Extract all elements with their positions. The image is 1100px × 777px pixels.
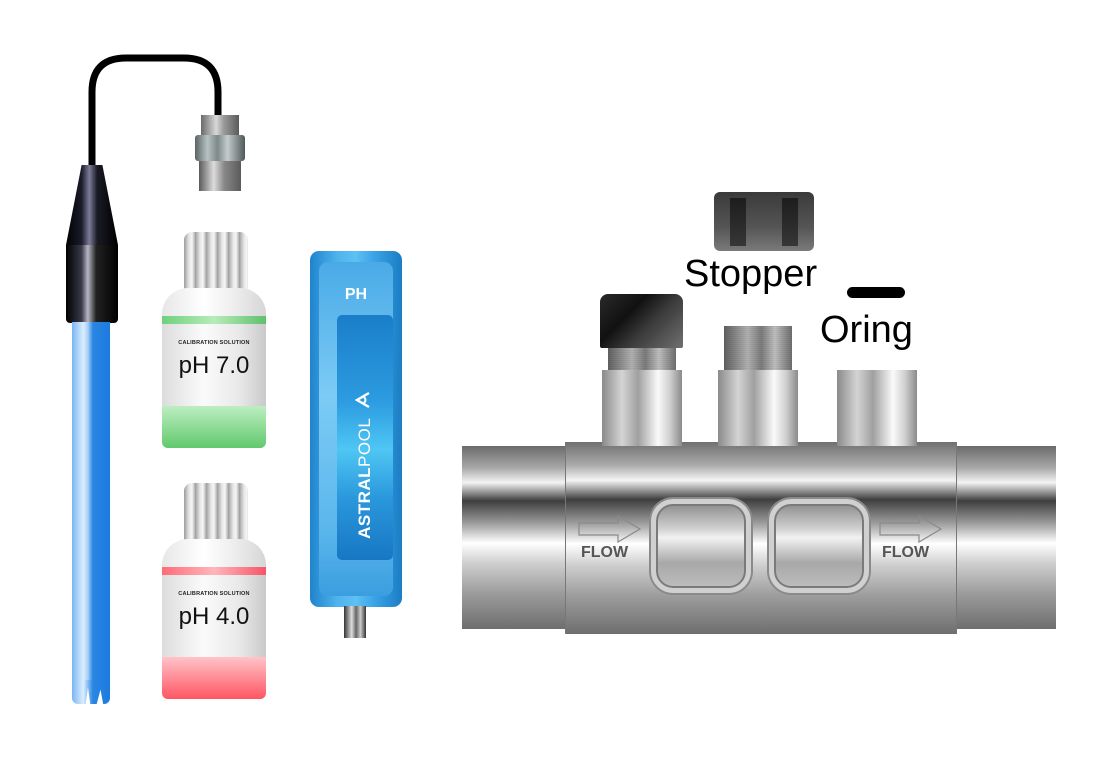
- bottle-shoulder: [162, 539, 266, 569]
- oring-callout: Oring: [820, 309, 913, 351]
- port-1-body: [602, 370, 682, 446]
- manifold-body: [565, 442, 957, 634]
- sensor-ph-label: PH: [344, 286, 368, 303]
- port-2-body: [718, 370, 798, 446]
- stopper-groove: [730, 198, 746, 246]
- ph-probe-rod: [72, 322, 110, 687]
- bnc-connector-body: [199, 161, 241, 191]
- flow-label-right: FLOW: [882, 544, 930, 561]
- bottle-body: CALIBRATION SOLUTION pH 7.0: [162, 316, 266, 448]
- ph-value-label: pH 7.0: [178, 352, 250, 379]
- probe-handle-collar: [66, 245, 118, 323]
- port-1-thread: [608, 348, 676, 372]
- color-band-top: [162, 567, 266, 575]
- bottle-body: CALIBRATION SOLUTION pH 4.0: [162, 567, 266, 699]
- calibration-solution-label: CALIBRATION SOLUTION: [178, 591, 250, 597]
- bnc-connector-nut: [195, 135, 245, 161]
- sensor-face: PH ASTRALPOOL: [319, 262, 393, 596]
- ph-probe-tip: [72, 680, 110, 704]
- brand-light-text: POOL: [355, 418, 374, 467]
- ph-sensor: PH ASTRALPOOL: [310, 251, 402, 607]
- ph-value-label: pH 4.0: [178, 603, 250, 630]
- flow-arrow-right-icon: [879, 515, 943, 543]
- calibration-bottle-ph4: CALIBRATION SOLUTION pH 4.0: [162, 483, 266, 703]
- bottle-cap: [184, 483, 248, 541]
- color-band-bottom: [162, 657, 266, 699]
- pipe-left-end: [462, 446, 566, 629]
- bottle-shoulder: [162, 288, 266, 318]
- bottle-cap: [184, 232, 248, 290]
- port-1-cap: [600, 294, 683, 348]
- color-band-top: [162, 316, 266, 324]
- pipe-right-end: [955, 446, 1056, 629]
- bnc-connector-neck: [201, 115, 239, 135]
- brand-bold-text: ASTRAL: [355, 466, 374, 539]
- oring-part: [847, 287, 905, 298]
- port-2-thread: [724, 326, 792, 372]
- port-3-body: [837, 370, 917, 446]
- sight-window-right: [769, 499, 869, 593]
- sensor-connector: [344, 606, 366, 638]
- calibration-solution-label: CALIBRATION SOLUTION: [178, 340, 250, 346]
- probe-cable: [88, 54, 222, 174]
- flow-label-left: FLOW: [581, 544, 629, 561]
- color-band-bottom: [162, 406, 266, 448]
- flow-arrow-left-icon: [578, 515, 642, 543]
- stopper-groove: [782, 198, 798, 246]
- sight-window-left: [651, 499, 751, 593]
- sensor-brand-panel: ASTRALPOOL: [337, 315, 393, 560]
- calibration-bottle-ph7: CALIBRATION SOLUTION pH 7.0: [162, 232, 266, 452]
- astralpool-logo-icon: [354, 392, 370, 409]
- stopper-part: [714, 192, 814, 251]
- stopper-callout: Stopper: [684, 253, 818, 295]
